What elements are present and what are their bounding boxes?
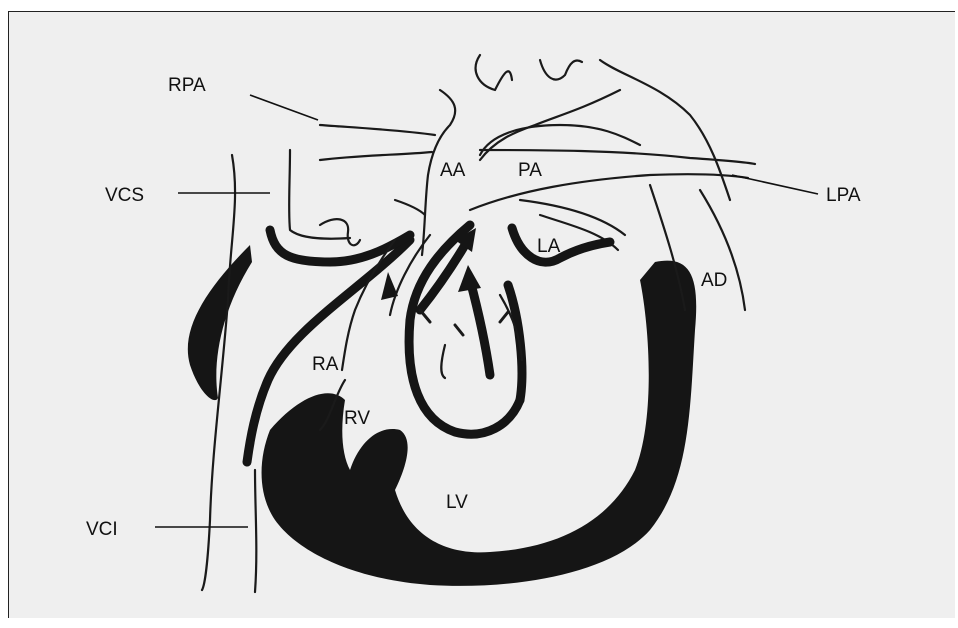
flow-arrow-center-shaft — [470, 280, 490, 375]
valve-mark-2 — [455, 325, 463, 335]
rpa-upper-line — [320, 125, 435, 135]
lpa-lower-line — [470, 174, 748, 210]
label-lv: LV — [446, 492, 468, 513]
label-la: LA — [537, 236, 561, 257]
label-aa: AA — [440, 160, 466, 181]
valve-mark-1 — [420, 310, 430, 322]
arch-branch-2 — [540, 60, 582, 80]
label-vcs: VCS — [105, 185, 144, 206]
aa-outflow-stroke — [409, 225, 520, 434]
arch-branch-1 — [476, 55, 512, 90]
label-ra: RA — [312, 354, 339, 375]
flow-arrow-center-head — [458, 265, 481, 292]
label-rv: RV — [344, 408, 370, 429]
lv-inner-thin-1 — [441, 345, 445, 378]
label-pa: PA — [518, 160, 542, 181]
label-rpa: RPA — [168, 75, 206, 96]
ivc-right-line — [255, 470, 256, 592]
pulm-vein-1 — [520, 200, 625, 235]
lpa-leader — [732, 175, 818, 194]
label-vci: VCI — [86, 519, 118, 540]
rpa-lower-line — [320, 152, 432, 160]
label-lpa: LPA — [826, 185, 861, 206]
ad-right-line — [700, 190, 745, 310]
svc-valve-detail — [320, 219, 360, 245]
arch-top-line — [600, 60, 730, 200]
pulm-vein-3 — [395, 200, 425, 215]
ra-outer-wall — [188, 245, 252, 400]
label-ad: AD — [701, 270, 727, 291]
la-wall-stroke — [512, 228, 610, 262]
rpa-leader — [250, 95, 318, 120]
valve-mark-3 — [500, 312, 508, 322]
